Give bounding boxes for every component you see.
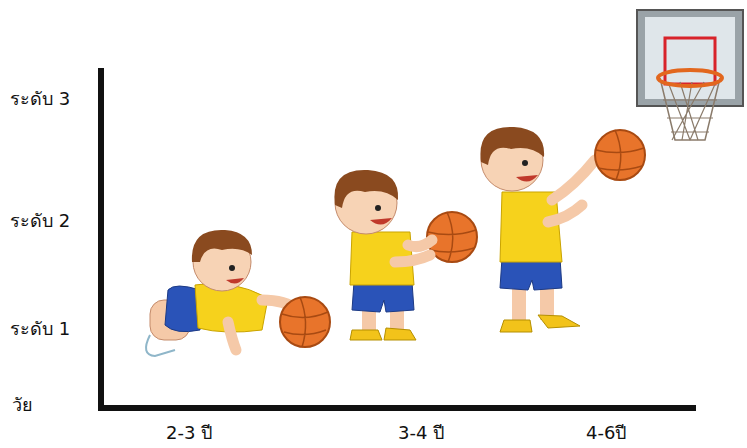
axis-label: วัย [12,394,33,416]
age-label: 4-6ปี [586,422,626,444]
age-label: 3-4 ปี [398,422,444,444]
basketball-hoop [637,10,743,140]
x-axis [98,405,696,411]
age-label: 2-3 ปี [166,422,212,444]
standing-child [334,170,477,340]
crawling-child [146,230,330,356]
level-label: ระดับ 2 [10,210,70,232]
throwing-child [480,127,645,332]
level-label: ระดับ 1 [10,318,70,340]
y-axis [98,68,104,410]
level-label: ระดับ 3 [10,88,70,110]
